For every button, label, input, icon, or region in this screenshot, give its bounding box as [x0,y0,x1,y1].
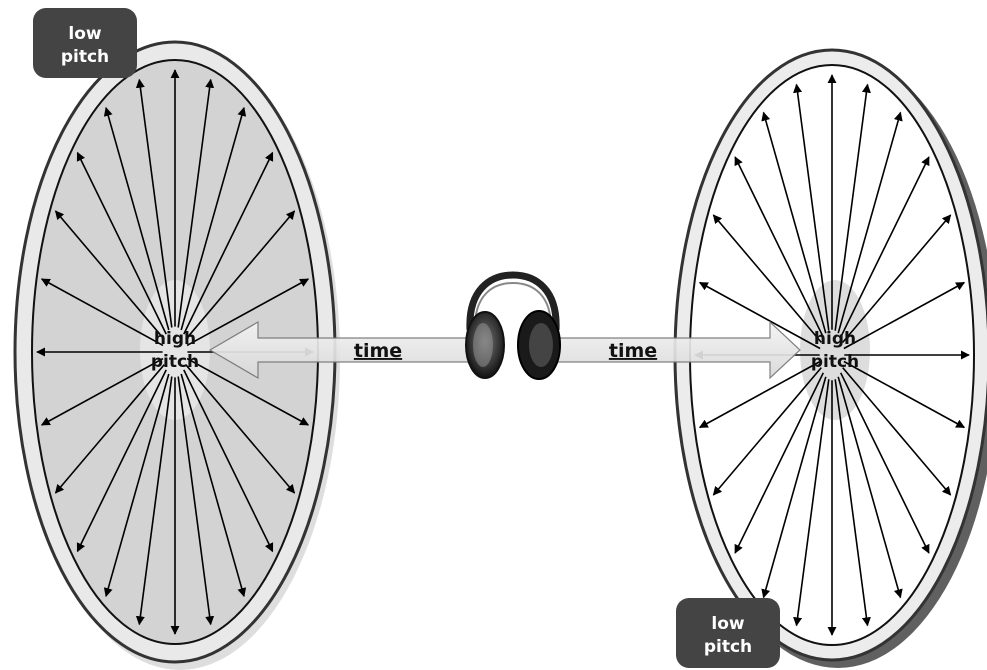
left-low-pitch-badge: low pitch [33,8,137,78]
right-low-pitch-badge: low pitch [676,598,780,668]
left-badge-line1: low [68,24,102,44]
left-badge-line2: pitch [61,47,109,67]
left-center-label-line1: high [154,329,196,349]
left-time-label: time [354,340,402,362]
left-time-arrow [210,322,470,378]
right-badge-line2: pitch [704,637,752,657]
headphones-icon [466,275,560,379]
right-center-label-line1: high [814,329,856,349]
right-badge-line1: low [711,614,745,634]
right-time-label: time [609,340,657,362]
left-center-label-line2: pitch [151,352,199,372]
right-center-label-line2: pitch [811,352,859,372]
